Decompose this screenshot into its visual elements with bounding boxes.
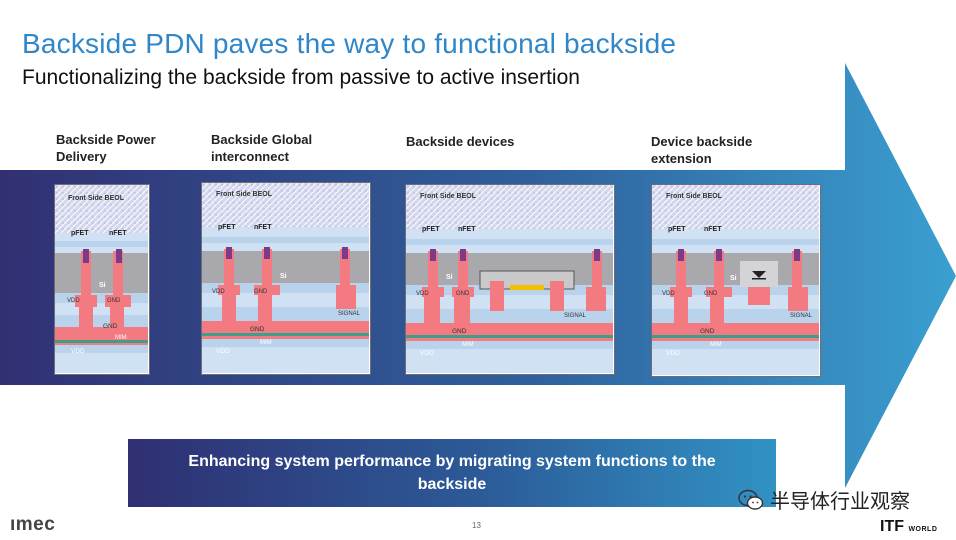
svg-text:VDD: VDD [71,348,85,355]
svg-text:MIM: MIM [710,342,722,348]
banner-line-1: Enhancing system performance by migratin… [188,453,716,470]
svg-text:GND: GND [250,326,265,333]
wechat-icon [738,489,764,510]
svg-text:Si: Si [730,275,737,282]
svg-text:MIM: MIM [462,342,474,348]
itf-world-logo: ITF WORLD [880,518,938,535]
svg-text:Front Side BEOL: Front Side BEOL [666,193,723,200]
svg-text:VDD: VDD [662,291,675,297]
page-number: 13 [472,521,481,530]
stage-diagram-backside-devices: Front Side BEOL pFET nFET Si VDD GND SIG… [405,184,615,375]
svg-text:VDD: VDD [420,350,434,357]
svg-text:MIM: MIM [260,340,272,346]
svg-text:GND: GND [704,291,718,297]
banner-line-2: backside [417,476,487,493]
summary-banner: Enhancing system performance by migratin… [128,439,776,507]
stage-label-backside-devices: Backside devices [406,134,515,149]
svg-text:VDD: VDD [212,289,225,295]
svg-text:VDD: VDD [67,298,80,304]
wechat-account-name: 半导体行业观察 [770,489,910,513]
svg-text:GND: GND [254,289,268,295]
svg-text:pFET: pFET [218,224,236,231]
svg-text:MIM: MIM [115,335,127,341]
imec-logo: ımec [10,514,56,535]
svg-text:Si: Si [99,282,106,289]
stage-diagram-backside-power-delivery: Front Side BEOL pFET nFET Si VDD GND GND… [54,184,150,375]
svg-text:VDD: VDD [416,291,429,297]
svg-text:nFET: nFET [458,226,476,233]
svg-text:SIGNAL: SIGNAL [790,313,813,319]
wechat-watermark: 半导体行业观察 [738,485,910,514]
svg-text:Front Side BEOL: Front Side BEOL [420,193,477,200]
svg-text:pFET: pFET [668,226,686,233]
svg-text:pFET: pFET [71,230,89,237]
svg-text:GND: GND [452,328,467,335]
svg-text:SIGNAL: SIGNAL [338,311,361,317]
svg-text:GND: GND [456,291,470,297]
svg-text:VDD: VDD [216,348,230,355]
svg-text:GND: GND [103,323,118,330]
svg-text:nFET: nFET [704,226,722,233]
svg-text:pFET: pFET [422,226,440,233]
svg-text:Si: Si [446,274,453,281]
svg-text:GND: GND [700,328,715,335]
stage-diagram-device-backside-extension: Front Side BEOL pFET nFET Si VDD GND SIG… [651,184,821,377]
svg-text:nFET: nFET [109,230,127,237]
slide-subtitle: Functionalizing the backside from passiv… [22,66,580,89]
slide-title: Backside PDN paves the way to functional… [22,28,677,59]
beol-label: Front Side BEOL [68,195,125,202]
svg-text:Front Side BEOL: Front Side BEOL [216,191,273,198]
svg-text:nFET: nFET [254,224,272,231]
svg-text:GND: GND [107,298,121,304]
svg-text:SIGNAL: SIGNAL [564,313,587,319]
svg-text:VDD: VDD [666,350,680,357]
stage-diagram-backside-global-interconnect: Front Side BEOL pFET nFET Si VDD GND SIG… [201,182,371,375]
svg-text:Si: Si [280,273,287,280]
